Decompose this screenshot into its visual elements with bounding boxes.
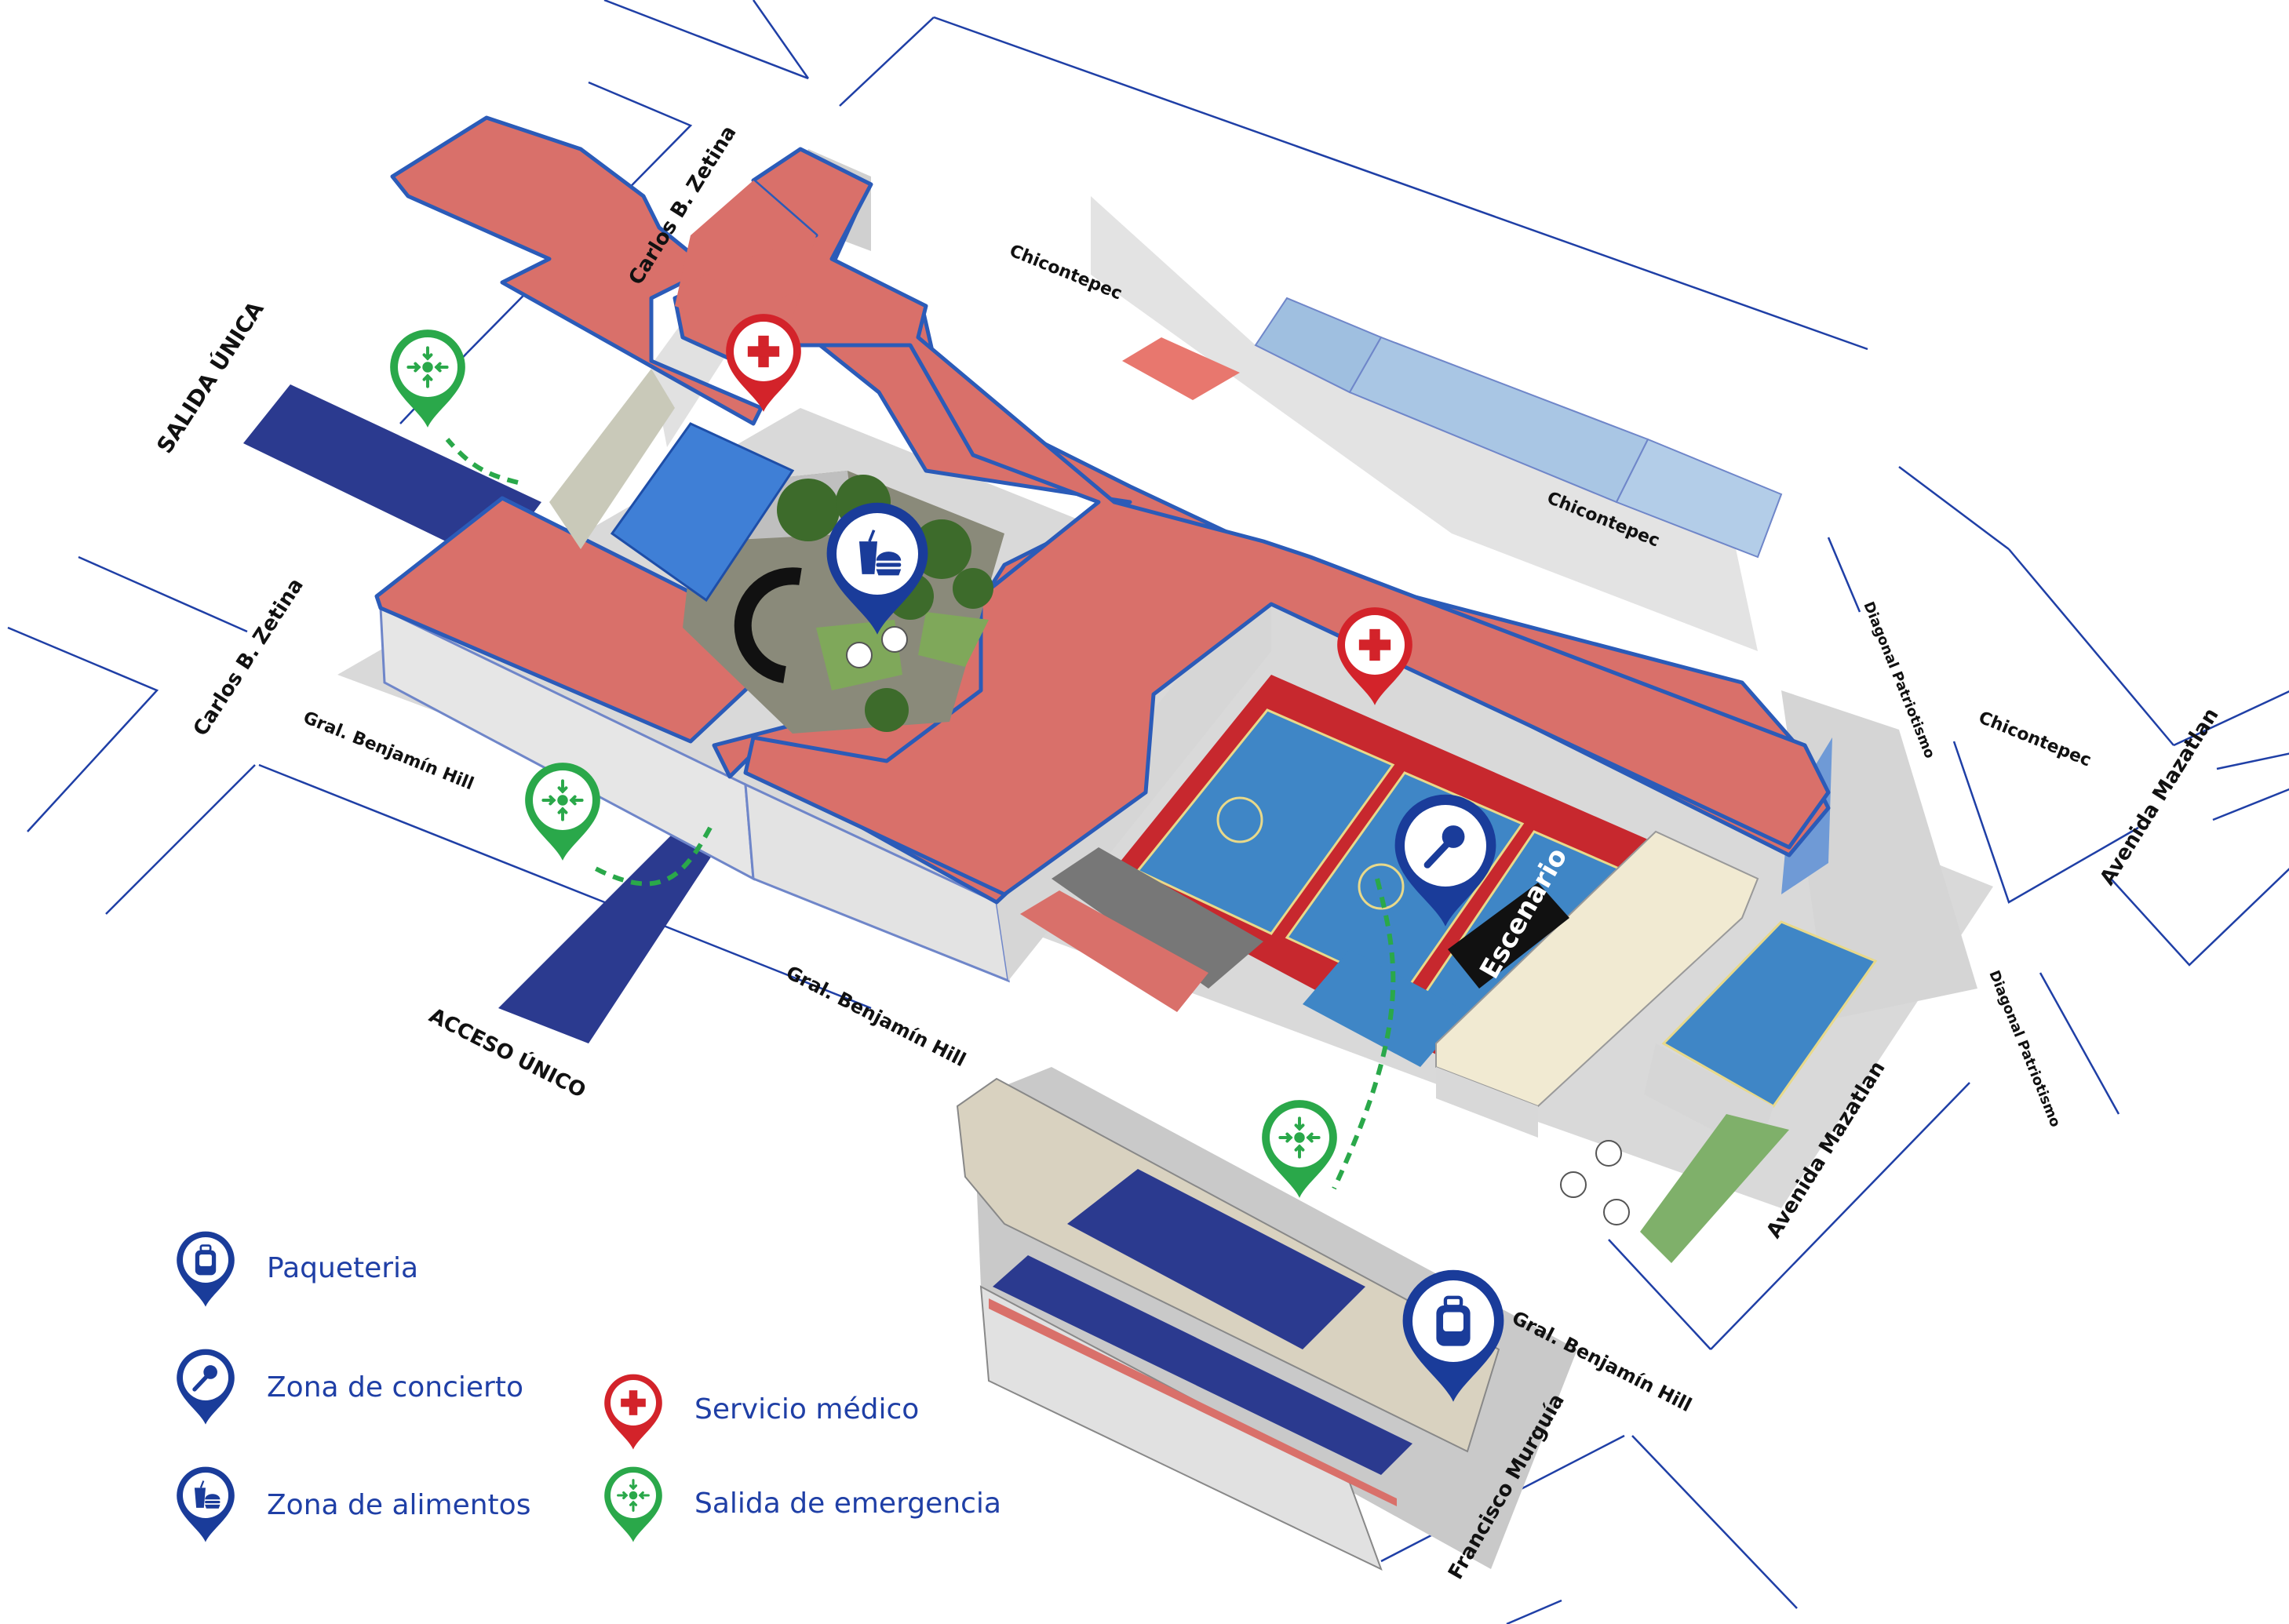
- emergency-exit-pin[interactable]: [390, 330, 465, 428]
- street-chicontepec-right: Chicontepec: [1976, 708, 2094, 770]
- concert-pin[interactable]: [1394, 794, 1496, 927]
- exit-path: [243, 384, 541, 565]
- access-paths: [243, 384, 753, 1043]
- solar-panels: [1067, 1169, 1365, 1349]
- street-mazatlan-top: Avenida Mazatlan: [2095, 704, 2223, 889]
- legend-label-paqueteria: Paqueteria: [267, 1252, 418, 1284]
- food-pin[interactable]: [826, 502, 928, 635]
- legend-item-concierto: [177, 1349, 235, 1425]
- buildings: Escenario: [374, 115, 1878, 1571]
- pool: [610, 422, 795, 603]
- entry-path: [498, 785, 753, 1043]
- evacuation-routes: [445, 438, 1396, 1190]
- stage-label-bg: [1448, 883, 1569, 989]
- medical-pin[interactable]: [1337, 607, 1412, 705]
- luggage-pin[interactable]: [1402, 1269, 1504, 1402]
- legend-label-concierto: Zona de concierto: [267, 1371, 523, 1404]
- legend-item-emergencia: [604, 1466, 662, 1542]
- map-pins: [390, 314, 1504, 1402]
- medical-pin[interactable]: [726, 314, 801, 412]
- legend-item-alimentos: [177, 1466, 235, 1542]
- emergency-exit-pin[interactable]: [525, 763, 600, 861]
- street-benjamin-left: Gral. Benjamín Hill: [301, 708, 476, 794]
- legend-label-medico: Servicio médico: [694, 1393, 919, 1426]
- small-court: [1661, 920, 1878, 1108]
- court-low: [1303, 949, 1467, 1067]
- street-lines: [7, 0, 2289, 1624]
- legend: Paqueteria Zona de concierto Zona de ali…: [177, 1231, 1001, 1542]
- street-benjamin-mid: Gral. Benjamín Hill: [782, 961, 969, 1071]
- emergency-exit-pin[interactable]: [1262, 1100, 1337, 1198]
- legend-item-medico: [604, 1374, 662, 1450]
- street-carlos-left: Carlos B. Zetina: [189, 574, 308, 741]
- legend-item-paqueteria: [177, 1231, 235, 1307]
- legend-label-alimentos: Zona de alimentos: [267, 1489, 530, 1521]
- court-1: [1135, 708, 1395, 935]
- legend-label-emergencia: Salida de emergencia: [694, 1487, 1001, 1520]
